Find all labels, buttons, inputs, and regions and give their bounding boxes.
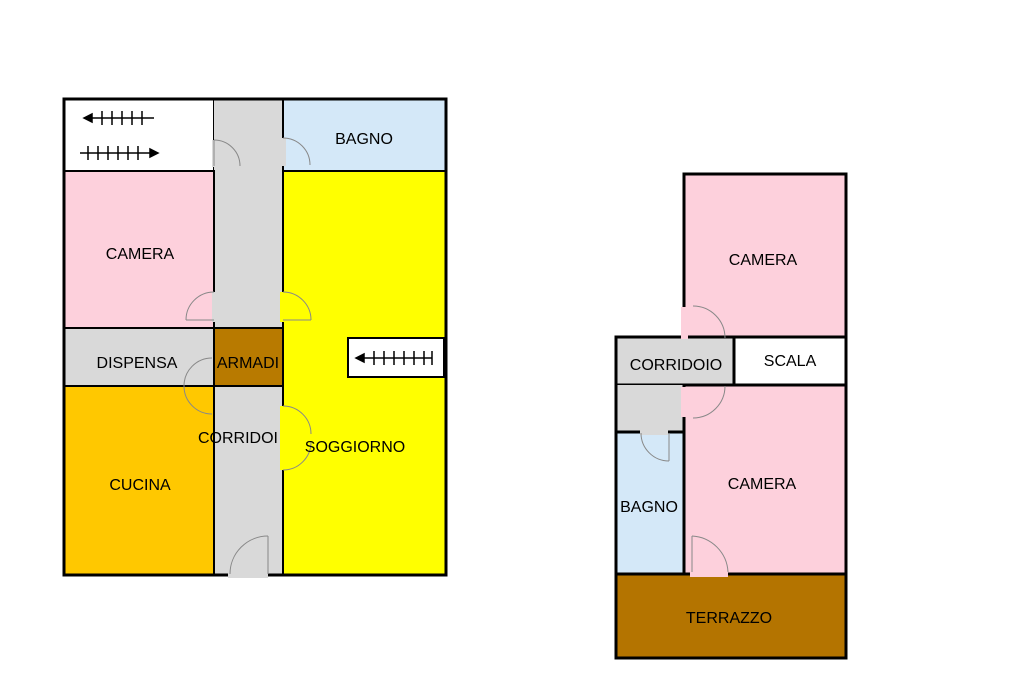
stair-area-ground: [63, 98, 215, 172]
stair-arrow-soggiorno: [354, 351, 433, 365]
room-camera-upper-top: [682, 172, 848, 339]
label-bagno-ground: BAGNO: [335, 131, 393, 148]
room-scala: [732, 335, 848, 387]
label-camera-ground: CAMERA: [106, 246, 175, 263]
stair-arrow-down: [80, 146, 160, 160]
label-bagno-upper: BAGNO: [620, 499, 678, 516]
label-camera-upper-top: CAMERA: [729, 252, 798, 269]
upper-floor-plan: CAMERA CORRIDOIO SCALA BAGNO CAMERA TERR…: [614, 172, 848, 660]
label-terrazzo: TERRAZZO: [686, 610, 772, 627]
label-cucina: CUCINA: [109, 477, 171, 494]
room-armadi: [213, 327, 284, 387]
corridor-upper-lower: [616, 385, 684, 432]
label-camera-upper-bottom: CAMERA: [728, 476, 797, 493]
label-scala: SCALA: [764, 353, 817, 370]
room-camera-ground: [63, 170, 215, 329]
room-bagno-ground: [282, 98, 447, 172]
stair-arrow-up: [82, 111, 154, 125]
label-corridoio-ground: CORRIDOI: [198, 430, 278, 447]
door-swings-upper: [640, 305, 729, 577]
label-armadi: ARMADI: [217, 355, 279, 372]
label-corridoio-upper: CORRIDOIO: [630, 357, 722, 374]
ground-floor-plan: BAGNO CAMERA DISPENSA ARMADI CORRIDOI SO…: [62, 97, 448, 578]
door-swings-ground: [183, 137, 312, 578]
room-dispensa: [63, 327, 215, 387]
label-dispensa: DISPENSA: [97, 355, 178, 372]
room-terrazzo: [614, 572, 848, 660]
label-soggiorno: SOGGIORNO: [305, 439, 405, 456]
